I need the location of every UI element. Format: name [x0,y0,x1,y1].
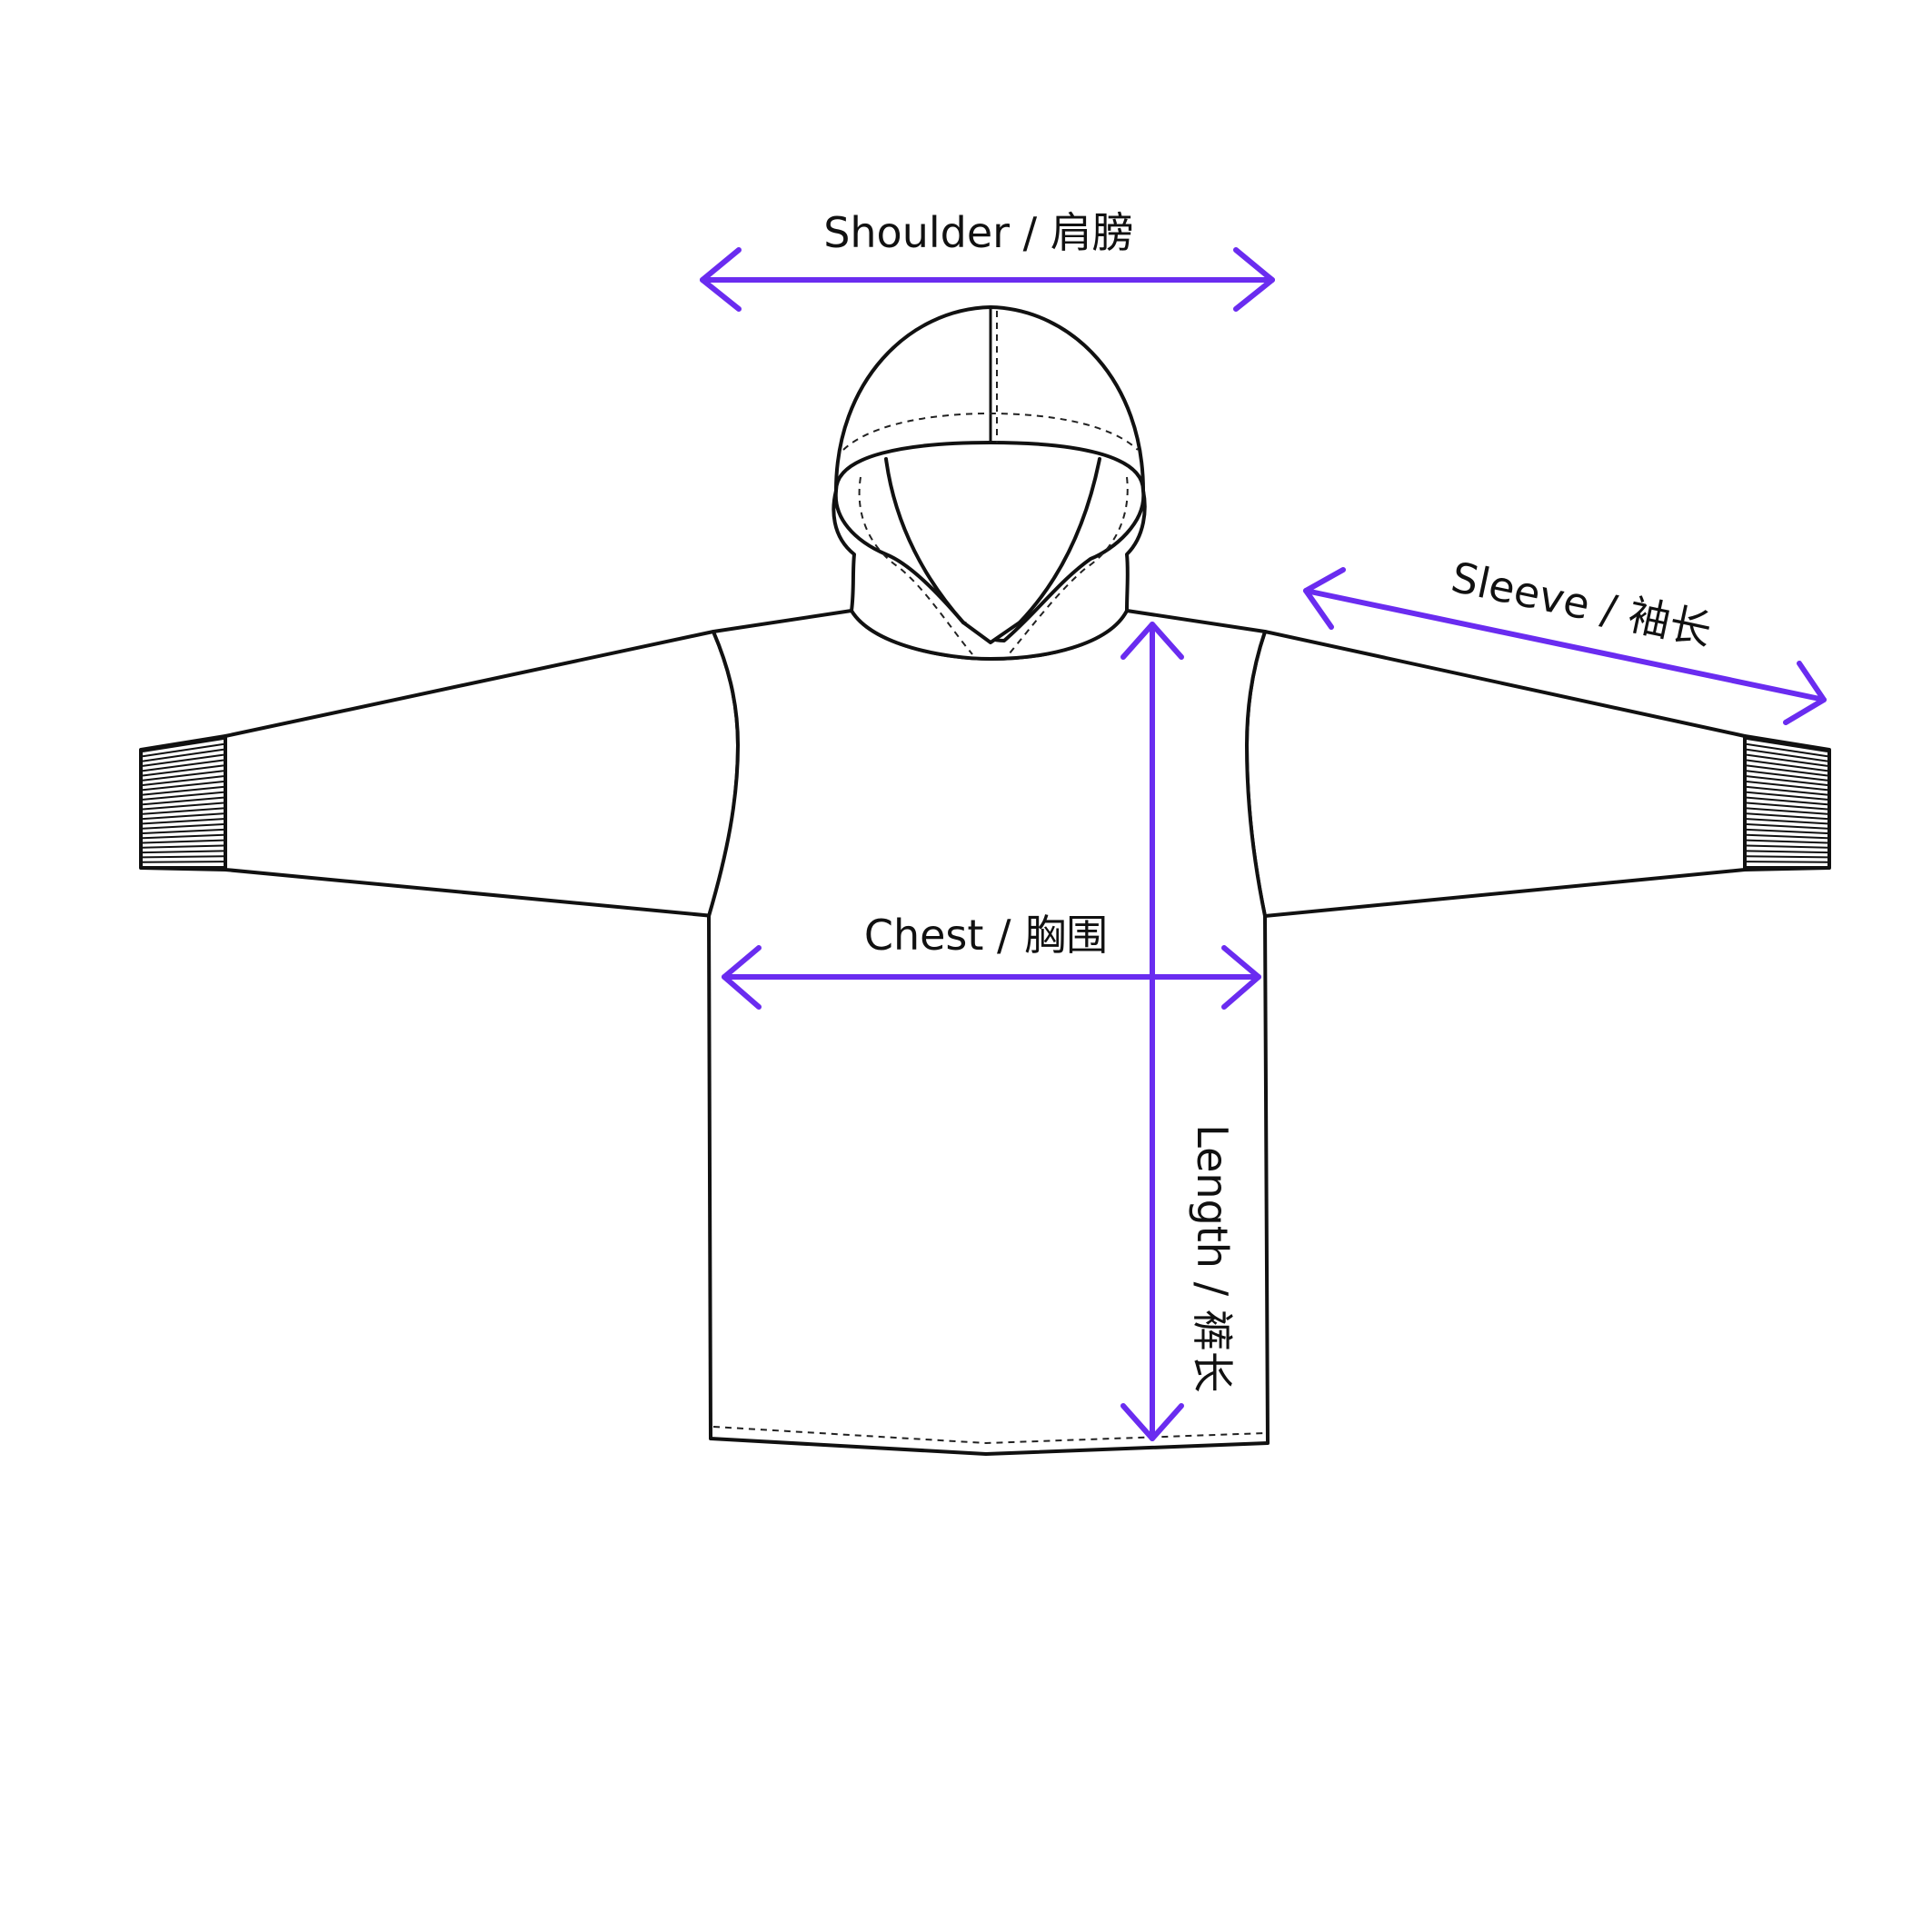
chest-arrow-right-head [1221,945,1261,1010]
chest-label: Chest / 胸围 [864,911,1108,960]
length-label: Length / 裤长 [1188,1124,1237,1392]
sleeve-arrow-left-head [1303,567,1346,630]
shoulder-arrow-left-head [700,247,742,312]
right-sleeve [1236,630,1747,923]
right-cuff [1743,734,1831,871]
left-sleeve [224,630,744,923]
shoulder-arrow-right-head [1233,247,1275,312]
length-arrow-top-head [1120,622,1184,660]
length-arrow-bottom-head [1120,1403,1184,1441]
hoodie-body [707,609,1270,1456]
length-measurement: Length / 裤长 [1120,622,1237,1441]
right-cuff-ribbing [1746,738,1828,868]
chest-measurement: Chest / 胸围 [722,911,1261,1010]
shoulder-measurement: Shoulder / 肩膀 [700,208,1275,312]
sleeve-label: Sleeve / 袖长 [1447,553,1716,655]
hem-stitch [712,1426,1266,1445]
hood [832,305,1147,661]
shoulder-label: Shoulder / 肩膀 [823,208,1134,257]
left-cuff [139,734,227,871]
chest-arrow-left-head [722,945,762,1010]
left-cuff-ribbing [142,738,224,868]
sleeve-arrow-line [1303,588,1827,702]
sleeve-arrow-right-head [1783,661,1827,725]
